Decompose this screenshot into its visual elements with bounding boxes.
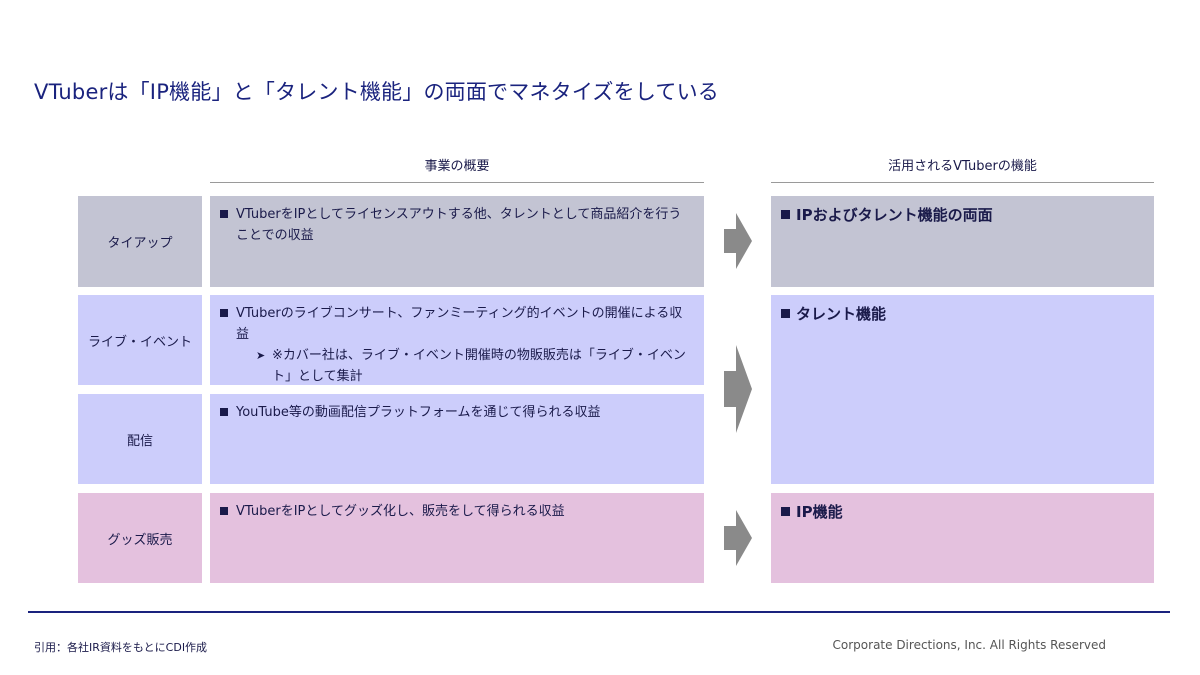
square-bullet-icon [781, 507, 790, 516]
desc-line: VTuberをIPとしてグッズ化し、販売をして得られる収益 [220, 501, 694, 522]
desc-line: VTuberのライブコンサート、ファンミーティング的イベントの開催による収益 [220, 303, 694, 345]
triangle-bullet-icon: ➤ [256, 349, 266, 362]
desc-sub-text: ※カバー社は、ライブ・イベント開催時の物販販売は「ライブ・イベント」として集計 [272, 348, 686, 384]
header-vtuber-function: 活用されるVTuberの機能 [888, 159, 1037, 174]
function-line: タレント機能 [781, 303, 1144, 324]
function-talent: タレント機能 [771, 295, 1154, 484]
row-desc-merch: VTuberをIPとしてグッズ化し、販売をして得られる収益 [210, 493, 704, 583]
right-arrow-icon [724, 213, 752, 269]
desc-text: YouTube等の動画配信プラットフォームを通じて得られる収益 [236, 405, 601, 420]
row-label-text: 配信 [126, 433, 153, 449]
square-bullet-icon [781, 210, 790, 219]
desc-text: VTuberをIPとしてグッズ化し、販売をして得られる収益 [236, 504, 565, 519]
function-text: IPおよびタレント機能の両面 [796, 206, 993, 224]
function-text: IP機能 [796, 503, 843, 521]
desc-line: YouTube等の動画配信プラットフォームを通じて得られる収益 [220, 402, 694, 423]
desc-line: VTuberをIPとしてライセンスアウトする他、タレントとして商品紹介を行うこと… [220, 204, 694, 246]
function-both: IPおよびタレント機能の両面 [771, 196, 1154, 287]
header-rule-right [771, 182, 1154, 183]
row-desc-live-event: VTuberのライブコンサート、ファンミーティング的イベントの開催による収益 ➤… [210, 295, 704, 385]
square-bullet-icon [220, 408, 228, 416]
desc-sub-line: ➤ ※カバー社は、ライブ・イベント開催時の物販販売は「ライブ・イベント」として集… [220, 345, 694, 387]
copyright: Corporate Directions, Inc. All Rights Re… [832, 638, 1106, 652]
row-label-text: タイアップ [107, 236, 173, 251]
desc-text: VTuberをIPとしてライセンスアウトする他、タレントとして商品紹介を行うこと… [236, 207, 682, 243]
row-desc-streaming: YouTube等の動画配信プラットフォームを通じて得られる収益 [210, 394, 704, 484]
function-ip: IP機能 [771, 493, 1154, 583]
row-label-live-event: ライブ・イベント [78, 295, 202, 385]
source-note: 引用：各社IR資料をもとにCDI作成 [34, 641, 208, 654]
desc-text: VTuberのライブコンサート、ファンミーティング的イベントの開催による収益 [236, 306, 683, 342]
header-business-overview: 事業の概要 [424, 159, 490, 174]
row-desc-tieup: VTuberをIPとしてライセンスアウトする他、タレントとして商品紹介を行うこと… [210, 196, 704, 287]
function-line: IP機能 [781, 501, 1144, 522]
right-arrow-icon [724, 510, 752, 566]
square-bullet-icon [220, 309, 228, 317]
page-title: VTuberは「IP機能」と「タレント機能」の両面でマネタイズをしている [34, 80, 719, 104]
right-arrow-icon [724, 345, 752, 433]
square-bullet-icon [220, 210, 228, 218]
function-line: IPおよびタレント機能の両面 [781, 204, 1144, 225]
footer-rule [28, 611, 1170, 613]
square-bullet-icon [781, 309, 790, 318]
row-label-text: グッズ販売 [107, 532, 173, 548]
row-label-text: ライブ・イベント [87, 334, 192, 350]
function-text: タレント機能 [796, 305, 887, 323]
square-bullet-icon [220, 507, 228, 515]
row-label-streaming: 配信 [78, 394, 202, 484]
row-label-tieup: タイアップ [78, 196, 202, 287]
header-rule-left [210, 182, 704, 183]
row-label-merch: グッズ販売 [78, 493, 202, 583]
